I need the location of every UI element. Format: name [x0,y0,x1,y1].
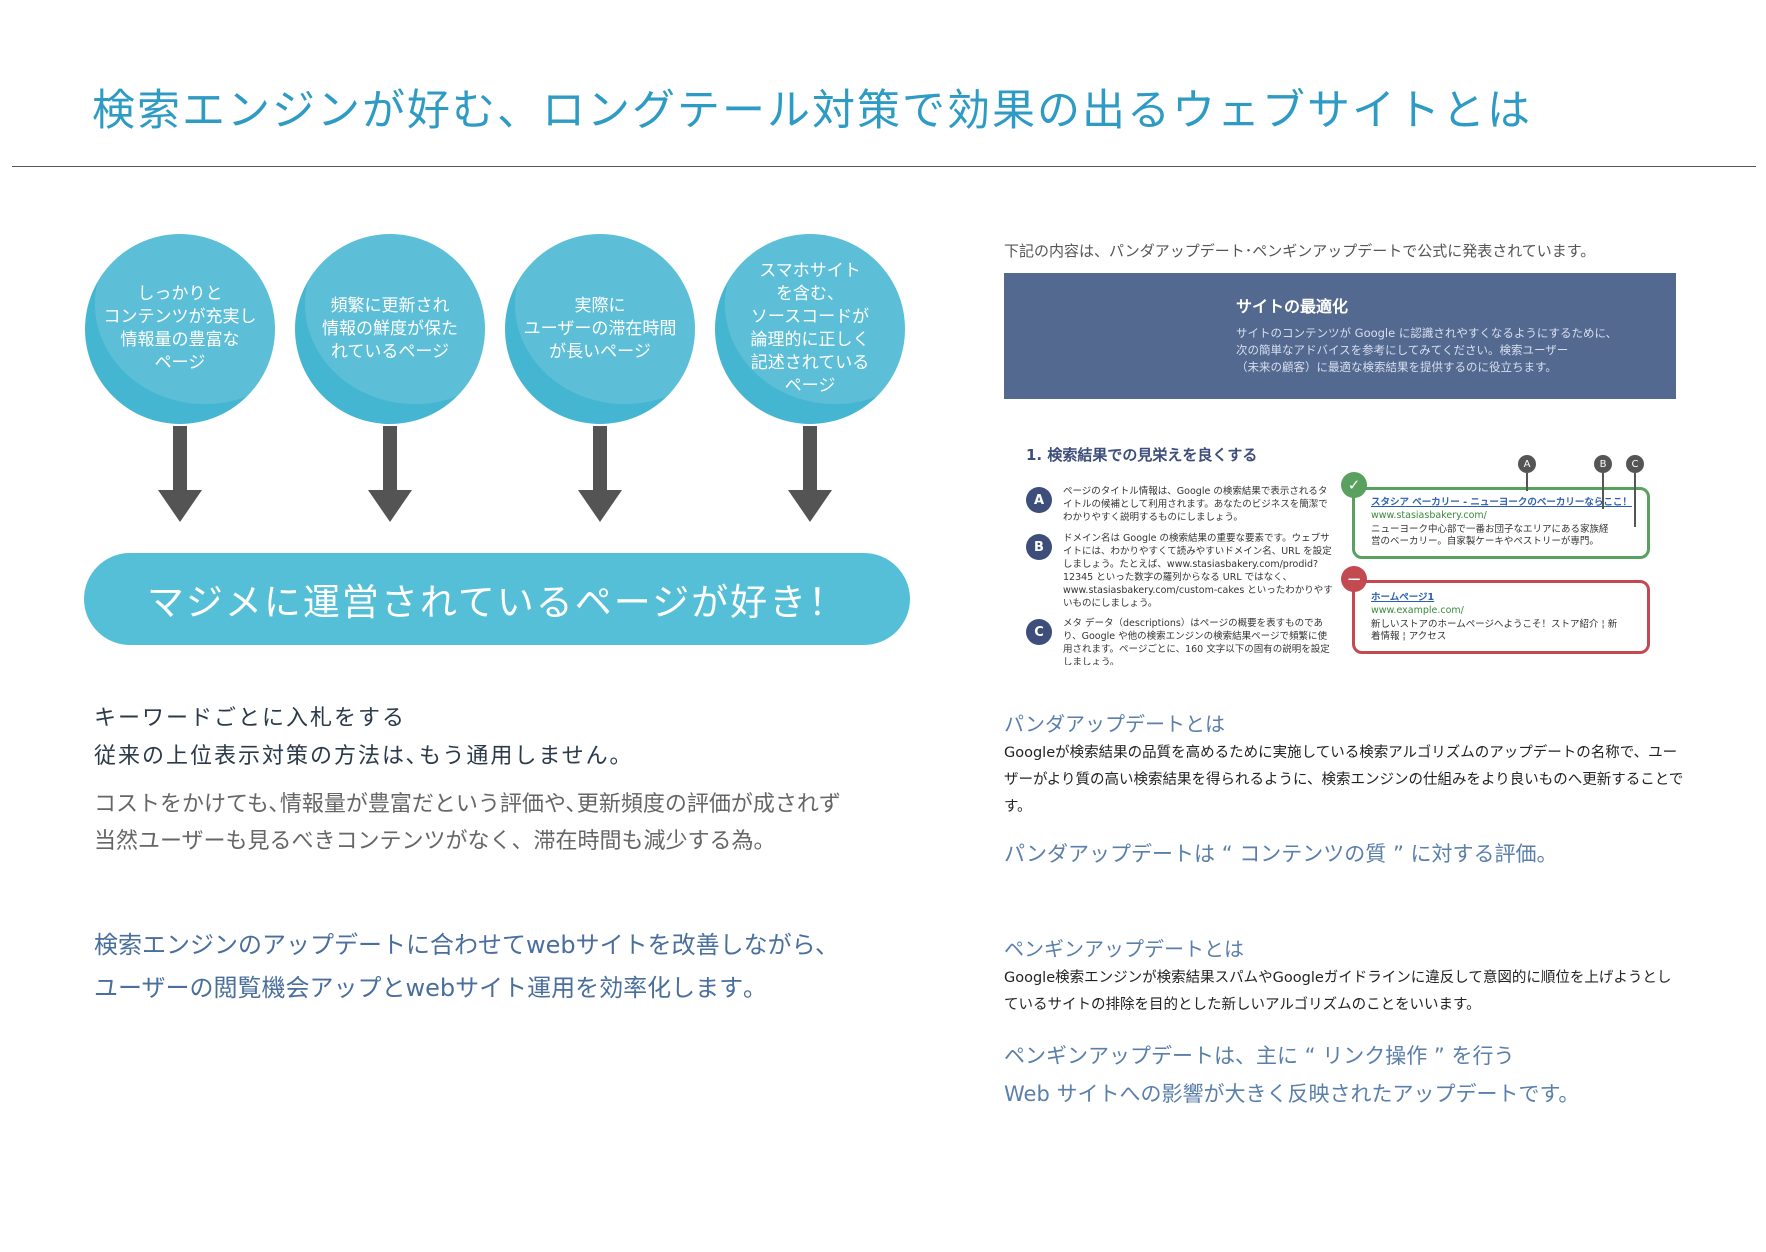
summary-pill-text: マジメに運営されているページが好き！ [146,581,848,624]
optimization-banner: サイトの最適化 サイトのコンテンツが Google に認識されやすくなるようにす… [1004,273,1676,399]
feature-circle-text: 実際に ユーザーの滞在時間 が長いページ [523,295,677,362]
good-example-title: スタシア ベーカリー - ニューヨークのベーカリーならここ！ [1371,497,1632,508]
arrow-down-icon [593,426,607,490]
good-example-box: スタシア ベーカリー - ニューヨークのベーカリーならここ！ www.stasi… [1352,487,1650,559]
item-b-text: ドメイン名は Google の検索結果の重要な要素です。ウェブサイトには、わかり… [1063,533,1333,609]
bad-example-box: ホームページ1 www.example.com/ 新しいストアのホームページへよ… [1352,580,1650,654]
feature-circle-source-code: スマホサイト を含む、 ソースコードが 論理的に正しく 記述されている ページ [715,234,905,424]
feature-circle-content: しっかりと コンテンツが充実し 情報量の豊富な ページ [85,234,275,424]
good-example-url: www.stasiasbakery.com/ [1371,510,1487,521]
penguin-heading: ペンギンアップデートとは [1004,937,1244,961]
pointer-line [1602,473,1604,509]
summary-pill: マジメに運営されているページが好き！ [84,553,910,645]
panda-heading: パンダアップデートとは [1004,712,1225,736]
pointer-marker-a: A [1518,455,1536,473]
arrow-down-icon [803,426,817,490]
pointer-line [1526,473,1528,491]
arrow-head-icon [158,490,202,522]
source-note: 下記の内容は、パンダアップデート･ペンギンアップデートで公式に発表されています。 [1004,242,1596,260]
pointer-marker-c: C [1626,455,1644,473]
section-title: 1. 検索結果での見栄えを良くする [1026,446,1258,464]
explanation-line-1: コストをかけても､情報量が豊富だという評価や､更新頻度の評価が成されず [94,792,841,817]
good-example-description: ニューヨーク中心部で一番お団子なエリアにある家族経営のベーカリー。自家製ケーキや… [1371,524,1609,547]
pointer-marker-b: B [1594,455,1612,473]
conclusion-line-2: ユーザーの閲覧機会アップとwebサイト運用を効率化します｡ [94,974,756,1002]
banner-description: サイトのコンテンツが Google に認識されやすくなるようにするために、 次の… [1236,326,1618,374]
feature-circle-text: しっかりと コンテンツが充実し 情報量の豊富な ページ [103,284,257,373]
panda-highlight: パンダアップデートは “ コンテンツの質 ” に対する評価。 [1004,842,1558,866]
pointer-line [1634,473,1636,527]
keyword-line-2: 従来の上位表示対策の方法は､もう通用しません｡ [94,744,623,769]
panda-body: Googleが検索結果の品質を高めるために実施している検索アルゴリズムのアップデ… [1004,745,1684,815]
minus-icon: − [1341,566,1367,592]
check-icon: ✓ [1341,472,1367,498]
bad-example-description: 新しいストアのホームページへようこそ！ストア紹介 ¦ 新着情報 ¦ アクセス [1371,619,1618,642]
penguin-highlight-2: Web サイトへの影響が大きく反映されたアップデートです。 [1004,1082,1580,1106]
feature-circle-dwell-time: 実際に ユーザーの滞在時間 が長いページ [505,234,695,424]
penguin-highlight-1: ペンギンアップデートは、主に “ リンク操作 ” を行う [1004,1044,1515,1068]
item-a-text: ページのタイトル情報は、Google の検索結果で表示されるタイトルの候補として… [1063,486,1328,523]
item-c-text: メタ データ（descriptions）はページの概要を表すものであり、Goog… [1063,618,1330,665]
marker-a: A [1026,487,1052,513]
bad-example-title: ホームページ1 [1371,592,1435,603]
feature-circle-freshness: 頻繁に更新され 情報の鮮度が保た れているページ [295,234,485,424]
conclusion-line-1: 検索エンジンのアップデートに合わせてwebサイトを改善しながら､ [94,931,828,959]
arrow-down-icon [383,426,397,490]
bad-example-url: www.example.com/ [1371,605,1464,616]
arrow-head-icon [578,490,622,522]
arrow-down-icon [173,426,187,490]
arrow-head-icon [788,490,832,522]
marker-c: C [1026,619,1052,645]
page-title: 検索エンジンが好む、ロングテール対策で効果の出るウェブサイトとは [92,86,1532,136]
feature-circle-text: 頻繁に更新され 情報の鮮度が保た れているページ [322,295,458,362]
banner-title: サイトの最適化 [1236,297,1349,316]
feature-circle-text: スマホサイト を含む、 ソースコードが 論理的に正しく 記述されている ページ [750,261,870,396]
arrow-head-icon [368,490,412,522]
penguin-body: Google検索エンジンが検索結果スパムやGoogleガイドラインに違反して意図… [1004,970,1672,1013]
title-divider [12,166,1756,167]
marker-b: B [1026,534,1052,560]
keyword-line-1: キーワードごとに入札をする [94,706,407,731]
explanation-line-2: 当然ユーザーも見るべきコンテンツがなく、滞在時間も減少する為。 [94,829,776,854]
